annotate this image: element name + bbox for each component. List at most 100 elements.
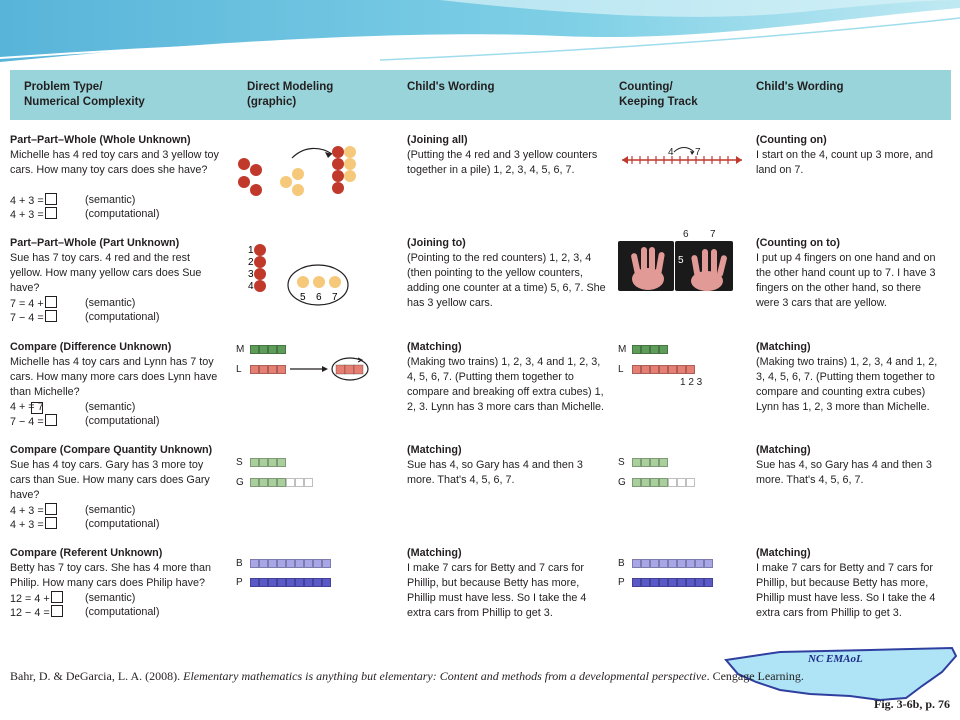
row-5-wording-1-text: I make 7 cars for Betty and 7 cars for P… — [407, 562, 587, 619]
train-m-green — [250, 345, 286, 354]
row-1-eq-semantic: 4 + 3 = — [10, 193, 58, 209]
row-2-title: Part–Part–Whole (Part Unknown) — [10, 237, 180, 249]
train-label-p: P — [236, 577, 243, 588]
red-counter-number-4: 4 — [248, 281, 254, 292]
row-1-problem: Part–Part–Whole (Whole Unknown) Michelle… — [10, 133, 225, 178]
row-4-problem-text: Sue has 4 toy cars. Gary has 3 more toy … — [10, 459, 210, 501]
row-2-eq1: 7 = 4 + — [10, 298, 44, 310]
train-label-s-2: S — [618, 457, 625, 468]
answer-box — [50, 591, 63, 603]
hand-counting-fingers-icon — [691, 249, 727, 291]
train-label-l-2: L — [618, 364, 624, 375]
row-4-eq2: 4 + 3 = — [10, 519, 44, 531]
yellow-counter-number-6: 6 — [316, 292, 322, 303]
row-4-eq-computational: 4 + 3 = — [10, 517, 58, 533]
row-3-problem: Compare (Difference Unknown) Michelle ha… — [10, 340, 225, 400]
row-3-title: Compare (Difference Unknown) — [10, 341, 172, 353]
train-b-blue — [250, 559, 331, 568]
row-5-computational: (computational) — [85, 606, 160, 618]
row-1-computational: (computational) — [85, 208, 160, 220]
train-l-salmon — [250, 365, 286, 374]
hand-number-5: 5 — [678, 255, 684, 266]
row-1-semantic: (semantic) — [85, 194, 136, 206]
row-2-wording-2: (Counting on to) I put up 4 fingers on o… — [756, 236, 946, 311]
header-problem-type: Problem Type/ Numerical Complexity — [24, 81, 145, 108]
row-3-wording-1: (Matching) (Making two trains) 1, 2, 3, … — [407, 340, 612, 415]
answer-box — [44, 193, 57, 205]
row-2-computational: (computational) — [85, 311, 160, 323]
row-5-wording-2-text: I make 7 cars for Betty and 7 cars for P… — [756, 562, 936, 619]
hand-number-6: 6 — [683, 229, 689, 240]
row-4-wording-1-text: Sue has 4, so Gary has 4 and then 3 more… — [407, 459, 583, 486]
answer-box — [44, 503, 57, 515]
table-header: Problem Type/ Numerical Complexity Direc… — [10, 70, 951, 120]
answer-box — [44, 310, 57, 322]
row-4-title: Compare (Compare Quantity Unknown) — [10, 444, 213, 456]
yellow-counter-number-5: 5 — [300, 292, 306, 303]
train-label-b-2: B — [618, 558, 625, 569]
train-b-blue-2 — [632, 559, 713, 568]
row-2-eq-computational: 7 − 4 = — [10, 310, 58, 326]
joining-all-counters-graphic — [238, 146, 356, 196]
row-1-wording-2-title: (Counting on) — [756, 134, 827, 146]
row-3-wording-1-text: (Making two trains) 1, 2, 3, 4 and 1, 2,… — [407, 356, 605, 413]
row-1-eq2: 4 + 3 = — [10, 209, 44, 221]
answer-box — [31, 402, 43, 414]
row-3-wording-2-title: (Matching) — [756, 341, 811, 353]
answer-box — [44, 296, 57, 308]
train-label-b: B — [236, 558, 243, 569]
row-3-eq1: 4 + = 7 — [10, 401, 44, 413]
row-2-semantic: (semantic) — [85, 297, 136, 309]
row-2-eq-semantic: 7 = 4 + — [10, 296, 58, 312]
row-4-wording-2-title: (Matching) — [756, 444, 811, 456]
answer-box — [44, 517, 57, 529]
row-4-wording-1: (Matching) Sue has 4, so Gary has 4 and … — [407, 443, 607, 488]
header-childs-wording-2: Child's Wording — [756, 81, 844, 93]
row-5-title: Compare (Referent Unknown) — [10, 547, 163, 559]
train-label-m: M — [236, 344, 245, 355]
row-2-wording-1-title: (Joining to) — [407, 237, 466, 249]
row-5-problem: Compare (Referent Unknown) Betty has 7 t… — [10, 546, 225, 591]
row-3-eq-semantic: 4 + = 7 — [10, 400, 44, 415]
train-label-l: L — [236, 364, 242, 375]
train-label-g-2: G — [618, 477, 626, 488]
nc-emaol-logo: NC EMAoL — [724, 646, 958, 701]
train-s-green-2 — [632, 458, 668, 467]
row-5-eq1: 12 = 4 + — [10, 593, 50, 605]
row-4-problem: Compare (Compare Quantity Unknown) Sue h… — [10, 443, 225, 503]
row-1-wording-2-text: I start on the 4, count up 3 more, and l… — [756, 149, 934, 176]
row-5-wording-1-title: (Matching) — [407, 547, 462, 559]
red-counter-number-2: 2 — [248, 257, 254, 268]
train-label-s: S — [236, 457, 243, 468]
row-3-eq-computational: 7 − 4 = — [10, 414, 58, 430]
number-line-graphic: 4 7 — [622, 147, 742, 164]
row-5-wording-2-title: (Matching) — [756, 547, 811, 559]
row-3-wording-2-text: (Making two trains) 1, 2, 3, 4 and 1, 2,… — [756, 356, 938, 413]
figure-label: Fig. 3-6b, p. 76 — [873, 697, 950, 711]
row-4-wording-1-title: (Matching) — [407, 444, 462, 456]
row-2-wording-1-text: (Pointing to the red counters) 1, 2, 3, … — [407, 252, 606, 309]
row-4-wording-2: (Matching) Sue has 4, so Gary has 4 and … — [756, 443, 946, 488]
header-wave-banner — [0, 0, 960, 80]
row-3-wording-2: (Matching) (Making two trains) 1, 2, 3, … — [756, 340, 946, 415]
row-2-problem-text: Sue has 7 toy cars. 4 red and the rest y… — [10, 252, 202, 294]
row-2-wording-2-text: I put up 4 fingers on one hand and on th… — [756, 252, 936, 309]
train-label-g: G — [236, 477, 244, 488]
row-3-problem-text: Michelle has 4 toy cars and Lynn has 7 t… — [10, 356, 218, 398]
row-5-eq-computational: 12 − 4 = — [10, 605, 64, 621]
answer-box — [50, 605, 63, 617]
numberline-label-4: 4 — [668, 147, 674, 158]
row-5-problem-text: Betty has 7 toy cars. She has 4 more tha… — [10, 562, 212, 589]
row-2-wording-2-title: (Counting on to) — [756, 237, 840, 249]
train-p-blue — [250, 578, 331, 587]
reference-title: Elementary mathematics is anything but e… — [183, 669, 707, 683]
row-1-eq-computational: 4 + 3 = — [10, 207, 58, 223]
nc-emaol-logo-text: NC EMAoL — [807, 653, 863, 665]
train-p-blue-2 — [632, 578, 713, 587]
row-4-eq-semantic: 4 + 3 = — [10, 503, 58, 519]
answer-box — [44, 414, 57, 426]
row-3-computational: (computational) — [85, 415, 160, 427]
reference-publisher: . Cengage Learning. — [706, 669, 804, 683]
hand-number-7: 7 — [710, 229, 716, 240]
reference-authors: Bahr, D. & DeGarcia, L. A. (2008). — [10, 669, 184, 683]
